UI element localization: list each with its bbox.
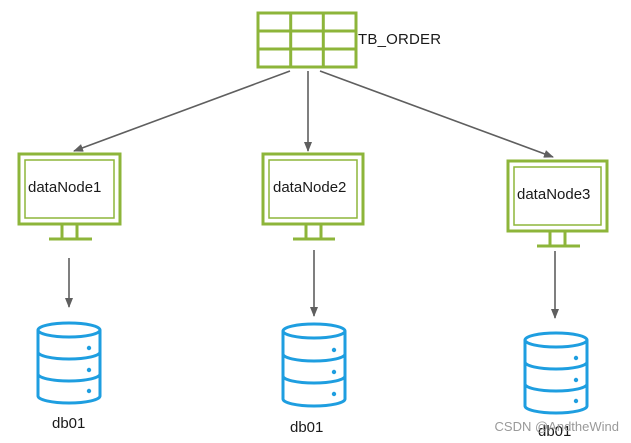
db1-label: db01 <box>52 415 86 432</box>
datanode3-monitor-icon <box>506 159 609 248</box>
table-to-node-arrows <box>73 70 554 158</box>
watermark: CSDN @AndtheWind <box>494 419 619 434</box>
datanode3-label: dataNode3 <box>517 186 591 203</box>
datanode1-monitor-icon <box>17 152 122 241</box>
datanode1-label: dataNode1 <box>28 179 102 196</box>
db3-label: db01 <box>538 423 572 440</box>
table-grid-icon <box>256 11 358 69</box>
datanode2-label: dataNode2 <box>273 179 347 196</box>
database-icon-3 <box>523 331 589 415</box>
database-icon-1 <box>36 321 102 405</box>
datanode2-monitor-icon <box>261 152 365 241</box>
database-icon-2 <box>281 322 347 408</box>
arrow-table-to-datanode3 <box>319 70 554 158</box>
node-to-db-arrows <box>65 250 559 319</box>
arrow-table-to-datanode1 <box>73 70 291 152</box>
table-name-label: TB_ORDER <box>358 31 442 48</box>
db2-label: db01 <box>290 419 324 436</box>
